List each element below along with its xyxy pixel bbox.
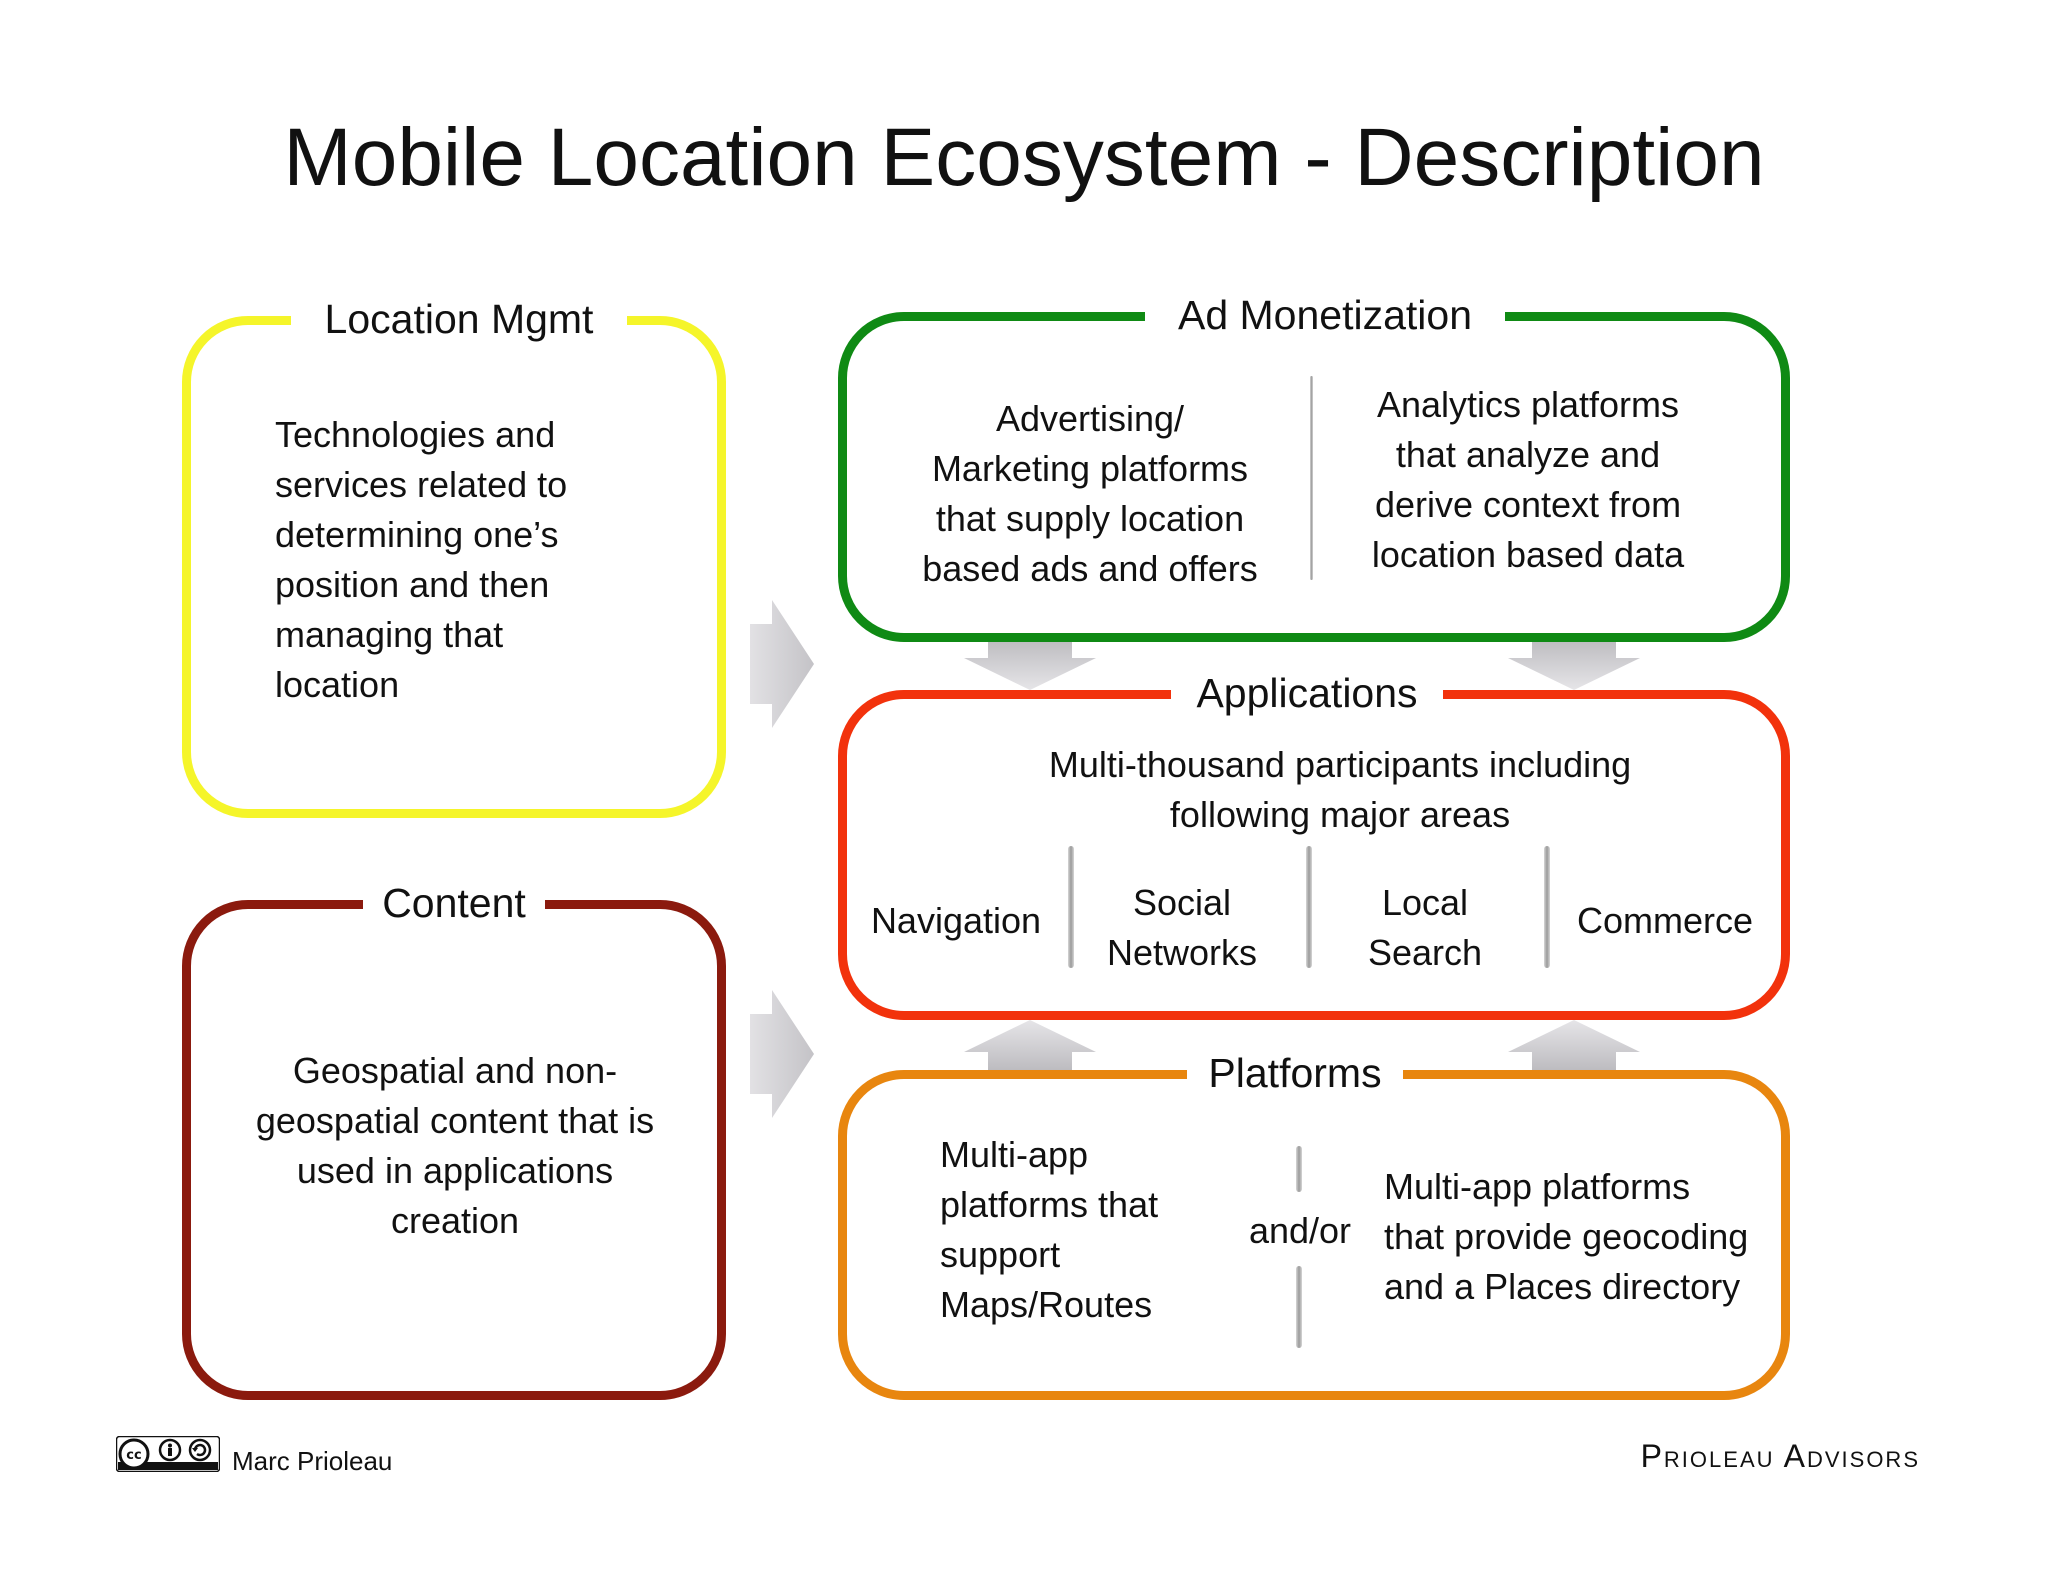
applications-intro: Multi-thousand participants including fo… <box>1048 744 1632 835</box>
ad-monetization-box: Ad Monetization <box>838 291 1790 642</box>
brand-logo: Prioleau Advisors <box>1640 1438 1920 1474</box>
platforms-right-text: Multi-app platforms that provide geocodi… <box>1384 1166 1749 1307</box>
ad-monetization-divider <box>1310 376 1313 580</box>
area-commerce: Commerce <box>1576 900 1754 941</box>
area-navigation: Navigation <box>870 900 1042 941</box>
ad-monetization-right-text: Analytics platforms that analyze and der… <box>1371 384 1685 575</box>
platforms-connector: and/or <box>1248 1210 1352 1251</box>
ad-monetization-left-text: Advertising/ Marketing platforms that su… <box>922 398 1258 589</box>
applications-divider <box>1068 846 1074 968</box>
up-arrow-icon <box>1508 1020 1640 1070</box>
down-arrow-icon <box>1508 640 1640 690</box>
location-mgmt-box: Location Mgmt <box>182 295 726 818</box>
down-arrow-icon <box>964 640 1096 690</box>
applications-label: Applications <box>1171 669 1443 717</box>
platforms-box: Platforms <box>838 1049 1790 1400</box>
content-label: Content <box>363 879 545 927</box>
content-box: Content <box>182 879 726 1400</box>
platforms-label: Platforms <box>1187 1049 1403 1097</box>
platforms-left-text: Multi-app platforms that support Maps/Ro… <box>940 1134 1159 1325</box>
up-arrow-icon <box>964 1020 1096 1070</box>
right-arrow-icon <box>750 990 814 1118</box>
page-title: Mobile Location Ecosystem - Description <box>283 112 1765 203</box>
location-mgmt-text: Technologies and services related to det… <box>275 414 568 705</box>
svg-text:cc: cc <box>126 1448 141 1463</box>
cc-by-sa-icon: cc <box>116 1436 220 1472</box>
applications-divider <box>1544 846 1550 968</box>
platforms-divider-bottom <box>1296 1266 1302 1348</box>
platforms-divider-top <box>1296 1146 1302 1192</box>
area-social-networks: Social Networks <box>1106 882 1258 973</box>
applications-divider <box>1306 846 1312 968</box>
ad-monetization-label: Ad Monetization <box>1145 291 1505 339</box>
author-name: Marc Prioleau <box>232 1446 393 1476</box>
location-mgmt-label: Location Mgmt <box>291 295 627 343</box>
right-arrow-icon <box>750 600 814 728</box>
area-local-search: Local Search <box>1367 882 1483 973</box>
applications-box: Applications <box>838 669 1790 1020</box>
content-text: Geospatial and non- geospatial content t… <box>255 1050 655 1241</box>
